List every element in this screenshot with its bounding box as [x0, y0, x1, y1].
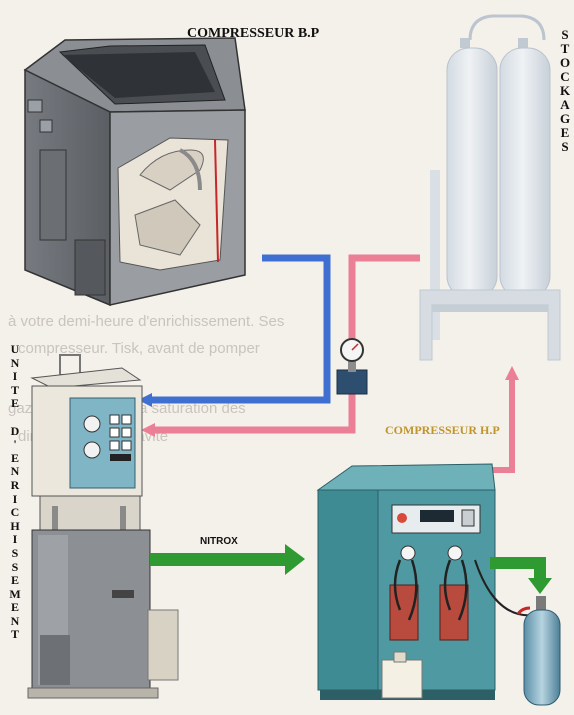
vertical-letter: E: [11, 397, 19, 411]
vertical-letter: A: [560, 98, 569, 112]
storage-cylinders: [420, 16, 560, 360]
nitrox-arrow: [150, 544, 305, 575]
vertical-letter: E: [561, 126, 570, 140]
vertical-letter: S: [12, 561, 19, 575]
vertical-letter: ': [13, 438, 16, 452]
vertical-letter: E: [11, 574, 19, 588]
vertical-letter: U: [11, 343, 20, 357]
vertical-letter: N: [11, 465, 20, 479]
vertical-letter: G: [560, 112, 570, 126]
low-pressure-compressor: [25, 38, 245, 305]
vertical-letter: I: [13, 370, 18, 384]
vertical-letter: D: [11, 425, 20, 439]
storage-flow-arrowhead: [505, 366, 519, 380]
vertical-letter: R: [11, 479, 20, 493]
vertical-letter: M: [9, 588, 20, 602]
vertical-letter: C: [560, 70, 569, 84]
vertical-letter: E: [11, 601, 19, 615]
vertical-letter: T: [561, 42, 570, 56]
high-pressure-compressor-label: COMPRESSEUR H.P: [385, 423, 500, 438]
vertical-letter: T: [11, 628, 19, 642]
vertical-letter: H: [10, 520, 19, 534]
low-pressure-compressor-label: COMPRESSEUR B.P: [187, 26, 319, 42]
nitrox-label: NITROX: [200, 536, 238, 547]
vertical-letter: E: [11, 452, 19, 466]
vertical-letter: O: [560, 56, 570, 70]
vertical-letter: T: [11, 384, 19, 398]
letter-gap: [14, 411, 17, 425]
vertical-letter: I: [13, 533, 18, 547]
high-pressure-compressor: [318, 464, 535, 700]
pressure-gauge: [337, 339, 367, 394]
vertical-letter: K: [560, 84, 570, 98]
vertical-letter: N: [11, 615, 20, 629]
vertical-letter: S: [561, 28, 568, 42]
enrichment-unit: [28, 355, 178, 698]
oxygen-flow-arrowhead: [141, 423, 155, 437]
vertical-letter: N: [11, 357, 20, 371]
vertical-letter: C: [11, 506, 20, 520]
vertical-letter: I: [13, 493, 18, 507]
fill-arrow: [490, 563, 552, 594]
vertical-letter: S: [561, 140, 568, 154]
vertical-letter: S: [12, 547, 19, 561]
scuba-tank: [518, 596, 560, 705]
